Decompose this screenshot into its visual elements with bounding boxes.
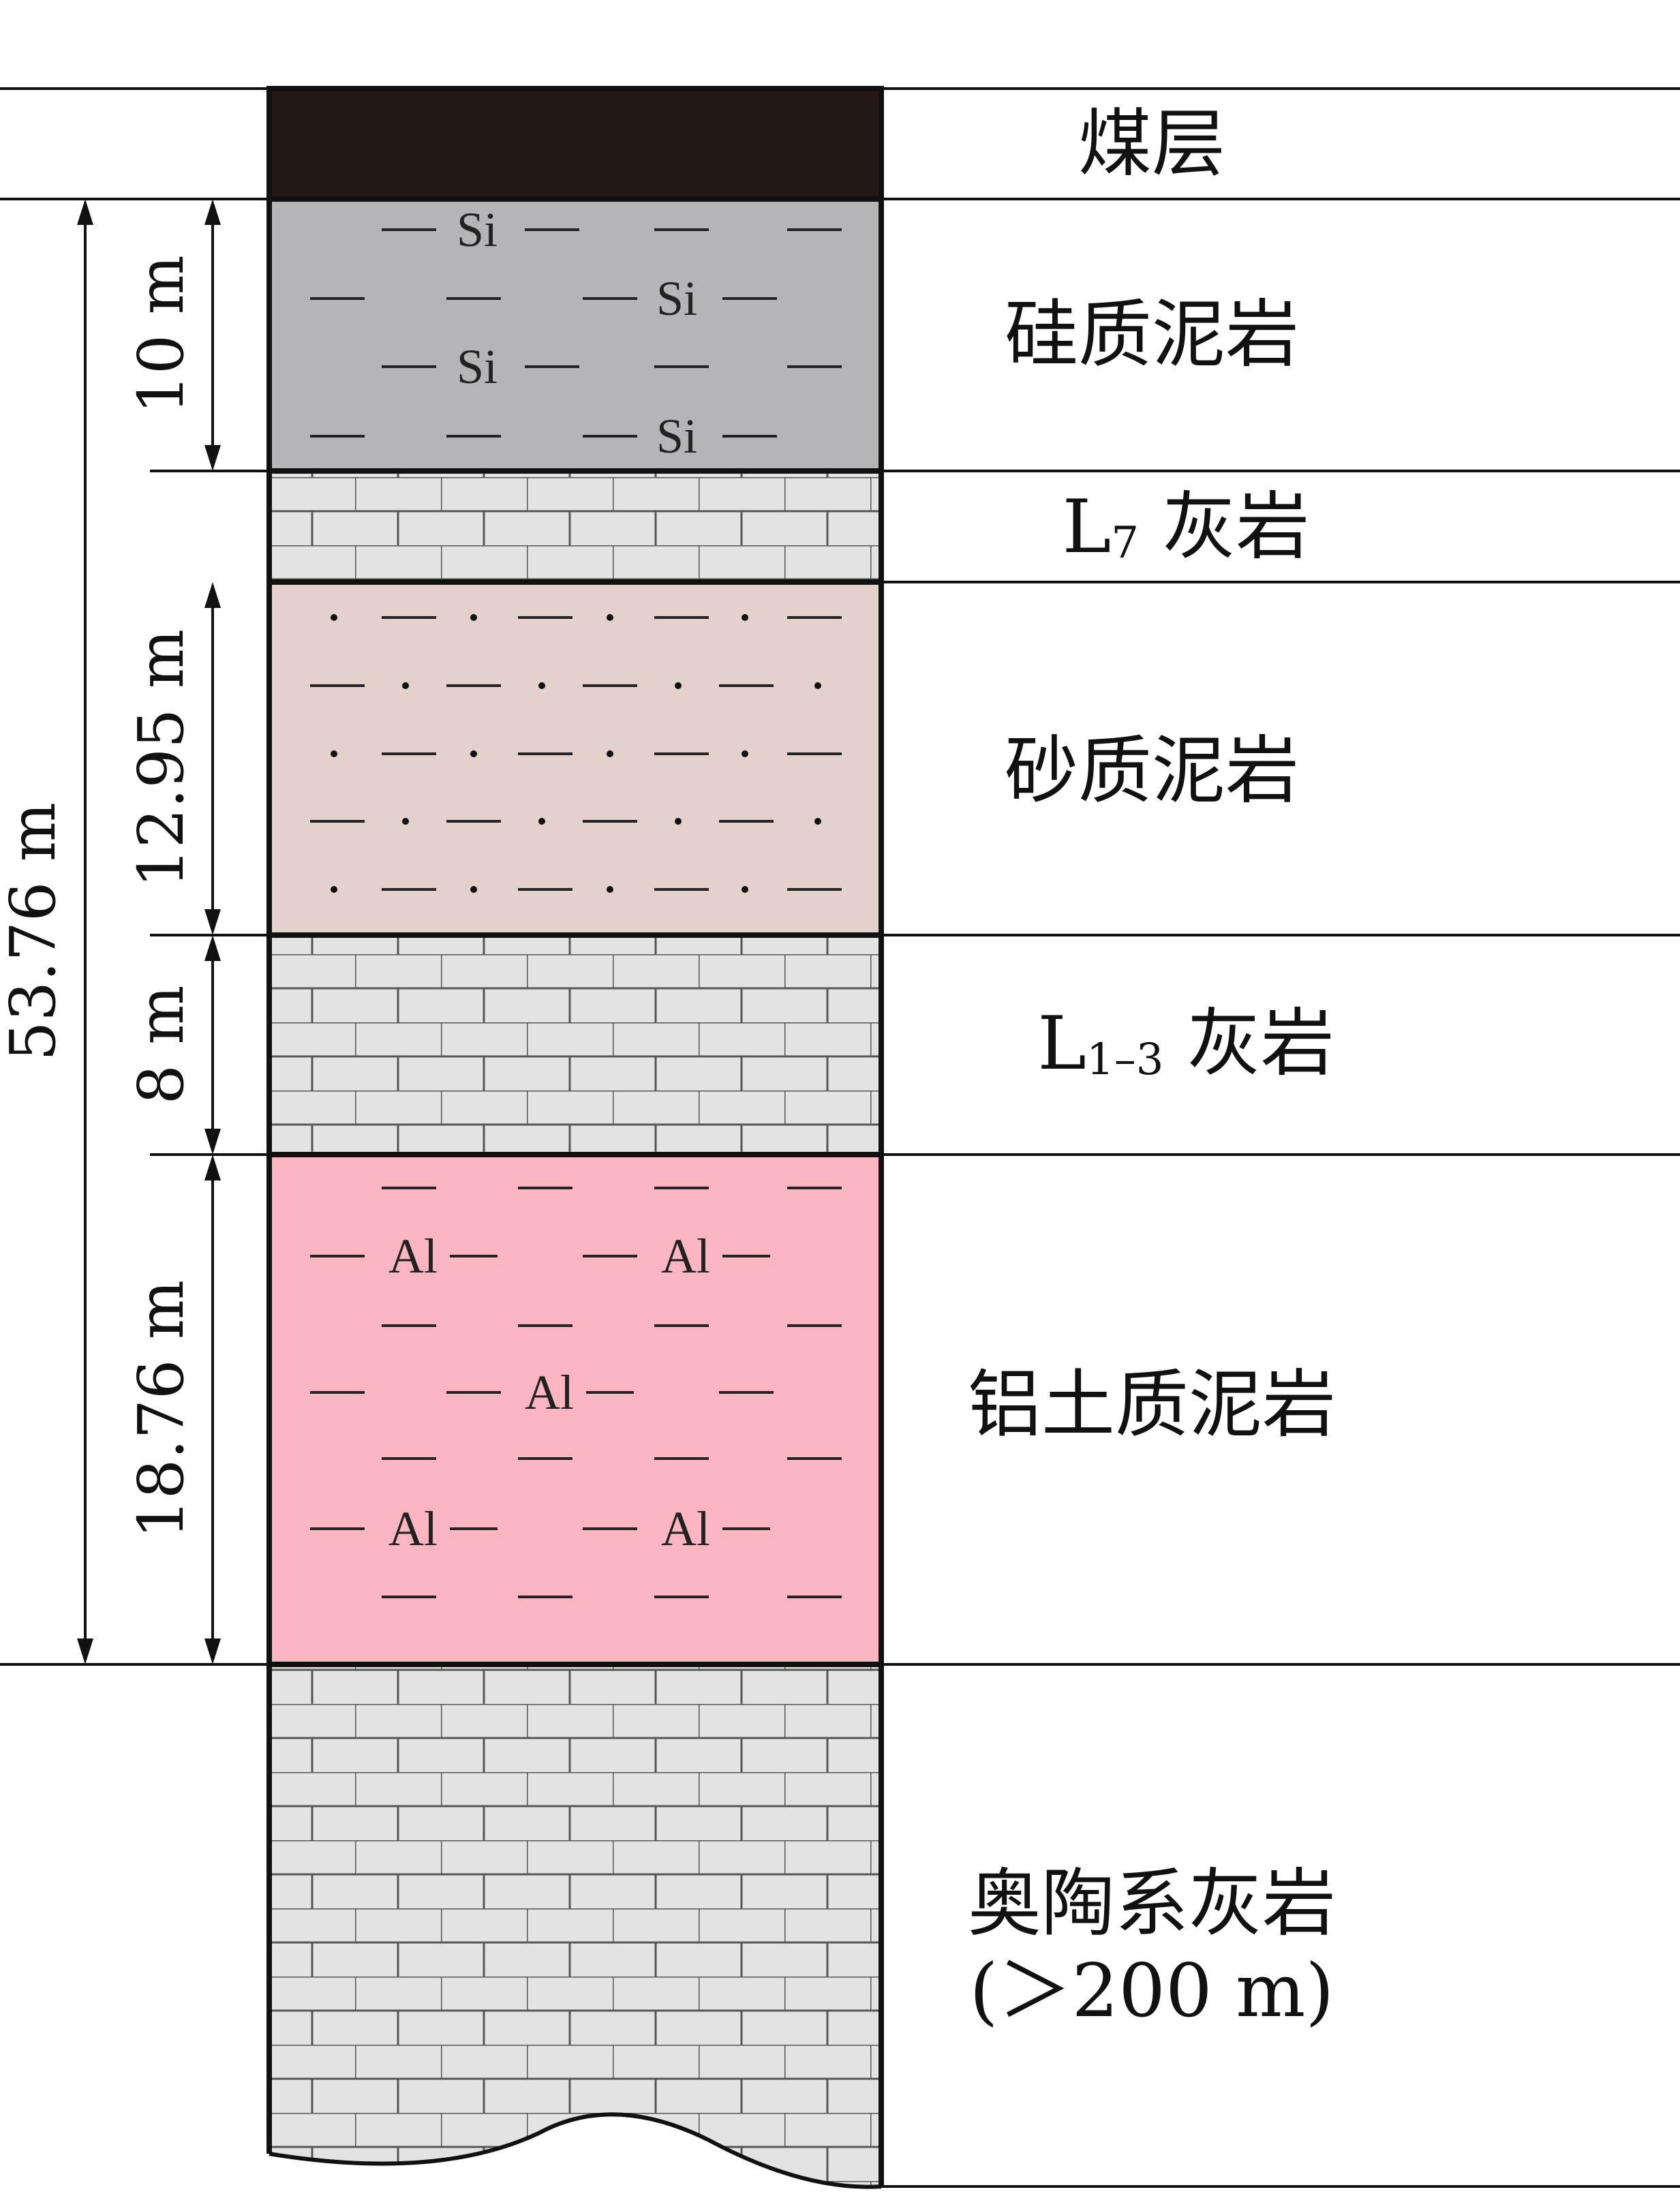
dot-mark	[742, 750, 748, 757]
label-bauxitic-mudstone: 铝土质泥岩	[968, 1362, 1336, 1448]
symbol-mark: Al	[661, 1229, 710, 1283]
ordovician-limestone-layer	[269, 1664, 882, 2189]
symbol-mark: Si	[656, 271, 697, 326]
dot-mark	[814, 818, 821, 825]
dot-dash-pattern	[310, 614, 842, 893]
dot-mark	[814, 682, 821, 689]
dot-mark	[742, 614, 748, 621]
dot-mark	[331, 886, 337, 893]
dot-mark	[675, 818, 682, 825]
dot-mark	[607, 886, 613, 893]
dimension-label-bauxitic: 18.76 m	[125, 1280, 198, 1539]
dimension-arrows	[77, 199, 221, 1664]
dot-mark	[607, 750, 613, 757]
label-ordovician-thickness: (＞200 m)	[969, 1949, 1334, 2034]
dot-mark	[538, 818, 545, 825]
dot-mark	[742, 886, 748, 893]
label-sandy-mudstone: 砂质泥岩	[1005, 729, 1299, 814]
l7-limestone-layer	[269, 471, 881, 582]
symbol-mark: Si	[457, 339, 498, 394]
dimension-label-siliceous: 10 m	[125, 255, 198, 414]
dot-mark	[470, 886, 477, 893]
dimension-label-l13: 8 m	[125, 985, 198, 1104]
symbol-mark: Al	[661, 1501, 710, 1556]
symbol-mark: Al	[388, 1501, 438, 1556]
label-l7-limestone: L7 灰岩	[1063, 485, 1310, 570]
dot-mark	[402, 682, 409, 689]
label-coal: 煤层	[1078, 102, 1225, 187]
dot-mark	[470, 614, 477, 621]
dot-mark	[470, 750, 477, 757]
l13-limestone-layer	[269, 935, 881, 1155]
label-siliceous-mudstone: 硅质泥岩	[1005, 292, 1299, 378]
dot-mark	[538, 682, 545, 689]
dot-mark	[607, 614, 613, 621]
symbol-mark: Al	[388, 1229, 438, 1283]
coal-seam-layer	[269, 89, 881, 199]
label-l13-limestone: L1–3 灰岩	[1037, 1001, 1334, 1086]
dot-mark	[331, 750, 337, 757]
symbol-mark: Al	[525, 1365, 574, 1420]
symbol-mark: Si	[457, 202, 498, 257]
dimension-label-sandy: 12.95 m	[125, 629, 198, 888]
dot-mark	[331, 614, 337, 621]
dot-mark	[675, 682, 682, 689]
dimension-label-total: 53.76 m	[0, 802, 70, 1061]
symbol-mark: Si	[656, 409, 697, 463]
label-ordovician-limestone: 奥陶系灰岩	[968, 1861, 1336, 1947]
sandy-mudstone-layer	[269, 582, 881, 935]
dot-mark	[402, 818, 409, 825]
column-border	[266, 86, 884, 2186]
